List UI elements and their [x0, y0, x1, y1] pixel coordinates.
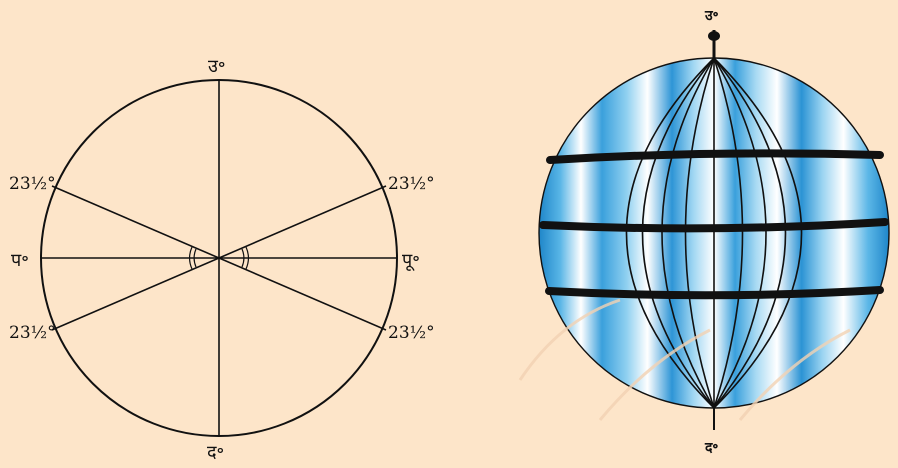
- axis-cap: [708, 31, 720, 41]
- label-west: प॰: [11, 250, 29, 271]
- sun-angle-diagram: उ॰ द॰ प॰ पू॰ 23½° 23½° 23½° 23½°: [9, 56, 435, 463]
- globe-label-south: द॰: [704, 440, 718, 456]
- label-angle-upper-right: 23½°: [388, 174, 435, 194]
- label-angle-lower-left: 23½°: [9, 323, 56, 343]
- label-angle-upper-left: 23½°: [9, 174, 56, 194]
- label-angle-lower-right: 23½°: [388, 323, 435, 343]
- globe-illustration: उ॰ द॰: [539, 8, 889, 456]
- label-east: पू॰: [402, 250, 420, 271]
- globe-label-north: उ॰: [704, 8, 719, 24]
- label-south: द॰: [207, 442, 224, 463]
- label-north: उ॰: [208, 56, 226, 77]
